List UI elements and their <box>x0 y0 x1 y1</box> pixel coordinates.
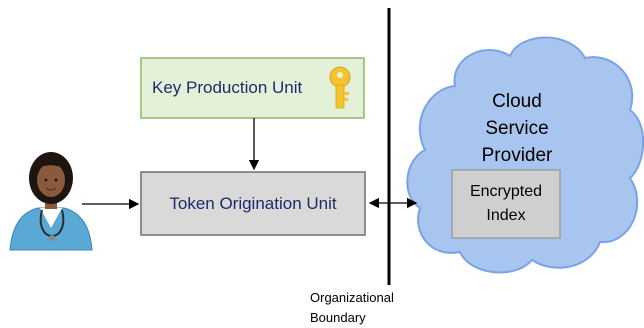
key-icon <box>329 66 351 109</box>
key-production-unit: Key Production Unit <box>140 57 365 119</box>
token-origination-box <box>140 171 366 236</box>
token-origination-label: Token Origination Unit <box>169 194 337 213</box>
encrypted-index-box <box>451 169 561 239</box>
cloud-label-line-3: Provider <box>482 145 553 166</box>
boundary-label-line-1: Organizational <box>310 290 394 305</box>
token-origination-unit: Token Origination Unit <box>140 171 366 236</box>
cloud-label-line-1: Cloud <box>492 91 542 112</box>
doctor-user-icon <box>9 152 93 251</box>
index-label-line-2: Index <box>486 207 525 224</box>
index-label-line-1: Encrypted <box>470 183 542 200</box>
cloud-service-provider: Cloud Service Provider Encrypted Index <box>406 36 644 274</box>
key-production-label: Key Production Unit <box>152 78 303 97</box>
boundary-label-line-2: Boundary <box>310 310 366 325</box>
cloud-label-line-2: Service <box>485 118 548 139</box>
key-production-box <box>140 57 365 119</box>
